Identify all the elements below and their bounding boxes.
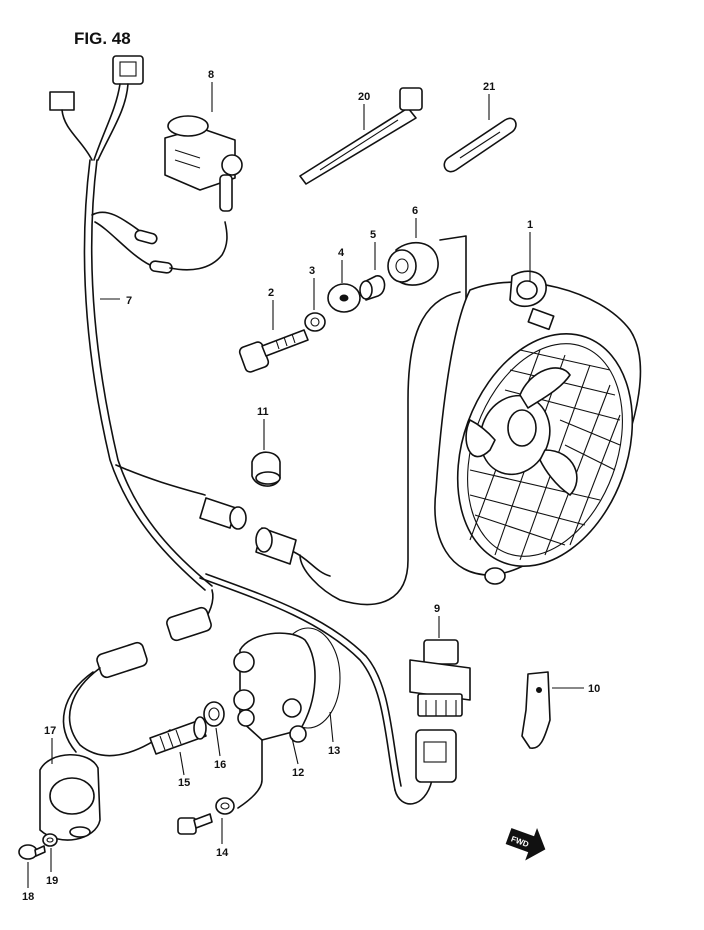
small-screw (18, 844, 46, 860)
temp-sensor (149, 716, 207, 755)
callout-8: 8 (208, 69, 214, 81)
forward-arrow: FWD (505, 827, 546, 861)
callout-14: 14 (216, 847, 229, 859)
grommet (387, 242, 439, 286)
callout-19: 19 (46, 875, 58, 887)
callout-20: 20 (358, 91, 370, 103)
wiring-harness (49, 55, 433, 805)
thermostat-housing (233, 627, 341, 743)
fan-switch-cover (39, 753, 101, 841)
callout-13: 13 (328, 745, 340, 757)
callout-7: 7 (126, 295, 132, 307)
harness-connector-small (49, 91, 75, 111)
callout-15: 15 (178, 777, 190, 789)
relay (409, 639, 471, 783)
callout-5: 5 (370, 229, 376, 241)
thermo-sensor (164, 115, 243, 212)
callout-2: 2 (268, 287, 274, 299)
relay-bracket (521, 671, 551, 749)
callout-1: 1 (527, 219, 533, 231)
tie-band (299, 87, 423, 185)
sensor-gasket (203, 701, 225, 727)
callout-17: 17 (44, 725, 56, 737)
connector-cap (251, 451, 281, 487)
small-washer (42, 833, 58, 847)
harness-coupler-mate (96, 641, 148, 679)
collar (359, 275, 386, 301)
harness-coupler (166, 606, 212, 642)
bolt (238, 329, 309, 373)
callout-3: 3 (309, 265, 315, 277)
callout-11: 11 (257, 406, 269, 418)
figure-title: FIG. 48 (74, 29, 131, 48)
callout-21: 21 (483, 81, 495, 93)
callout-12: 12 (292, 767, 304, 779)
callout-18: 18 (22, 891, 34, 903)
clamp (443, 117, 517, 173)
screw-with-washer (177, 739, 263, 835)
cooling-fan (299, 235, 642, 606)
harness-connector-large (112, 55, 144, 85)
washer-small (304, 312, 326, 332)
callout-10: 10 (588, 683, 600, 695)
callout-16: 16 (214, 759, 226, 771)
callout-6: 6 (412, 205, 418, 217)
callout-9: 9 (434, 603, 440, 615)
callout-4: 4 (338, 247, 345, 259)
inline-connector-pair (199, 497, 331, 577)
washer-large (327, 283, 361, 313)
